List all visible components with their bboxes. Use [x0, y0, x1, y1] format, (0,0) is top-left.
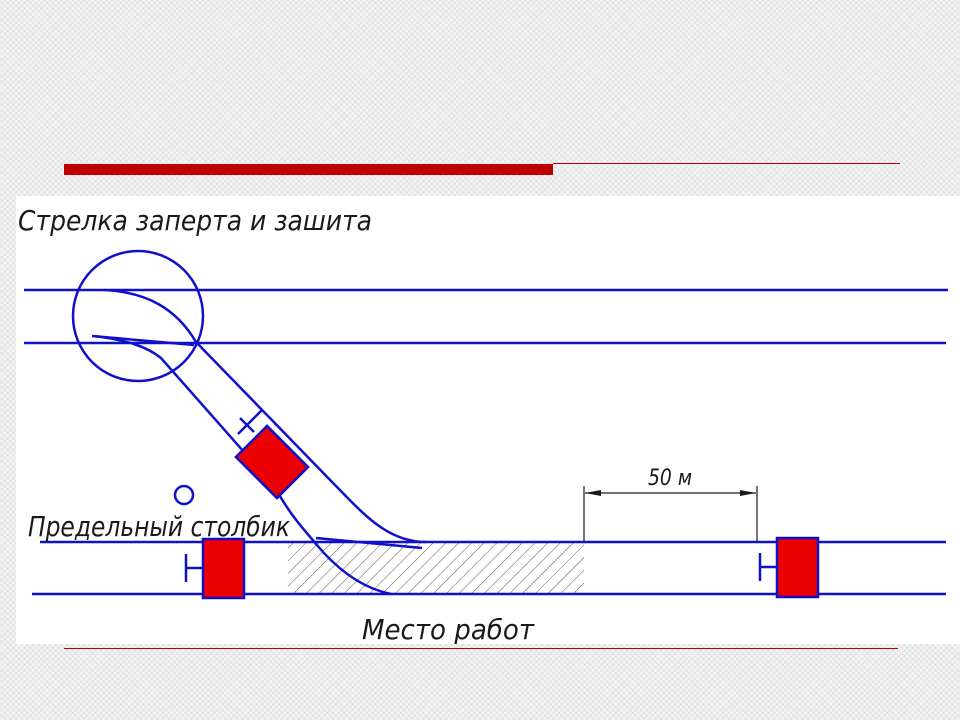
signal-diverging — [234, 409, 310, 500]
label-work-site: Место работ — [362, 613, 535, 644]
distance-dimension — [583, 486, 758, 542]
switch-point-blade-upper — [91, 334, 195, 347]
diverging-rail-outer — [103, 288, 427, 544]
signal-diverging-plate — [234, 424, 310, 500]
distance-label: 50 м — [648, 466, 692, 491]
footer-accent-line — [64, 648, 898, 649]
label-switch: Стрелка заперта и зашита — [18, 204, 372, 237]
track-diagram-svg: Стрелка заперта и зашита Предельный стол… — [18, 204, 948, 644]
label-fouling-point: Предельный столбик — [28, 510, 290, 543]
upper-track — [24, 288, 948, 345]
switch-point-blade-lower — [315, 536, 423, 550]
header-accent-bar — [64, 163, 900, 176]
accent-bar-thick — [64, 164, 553, 175]
signal-right-plate — [775, 536, 820, 599]
switch-lock-circle — [71, 249, 205, 383]
diverging-track — [91, 288, 427, 596]
signal-diverging-base — [239, 417, 255, 433]
signal-left-plate — [201, 537, 246, 600]
signal-right — [758, 536, 820, 599]
track-diagram: Стрелка заперта и зашита Предельный стол… — [16, 196, 960, 644]
accent-bar-thin — [553, 163, 900, 164]
signal-left — [184, 537, 246, 600]
diverging-rail-inner — [93, 334, 392, 596]
fouling-point-post-icon — [173, 484, 195, 506]
signal-diverging-stem — [237, 409, 263, 435]
work-site-hatch — [288, 542, 584, 594]
